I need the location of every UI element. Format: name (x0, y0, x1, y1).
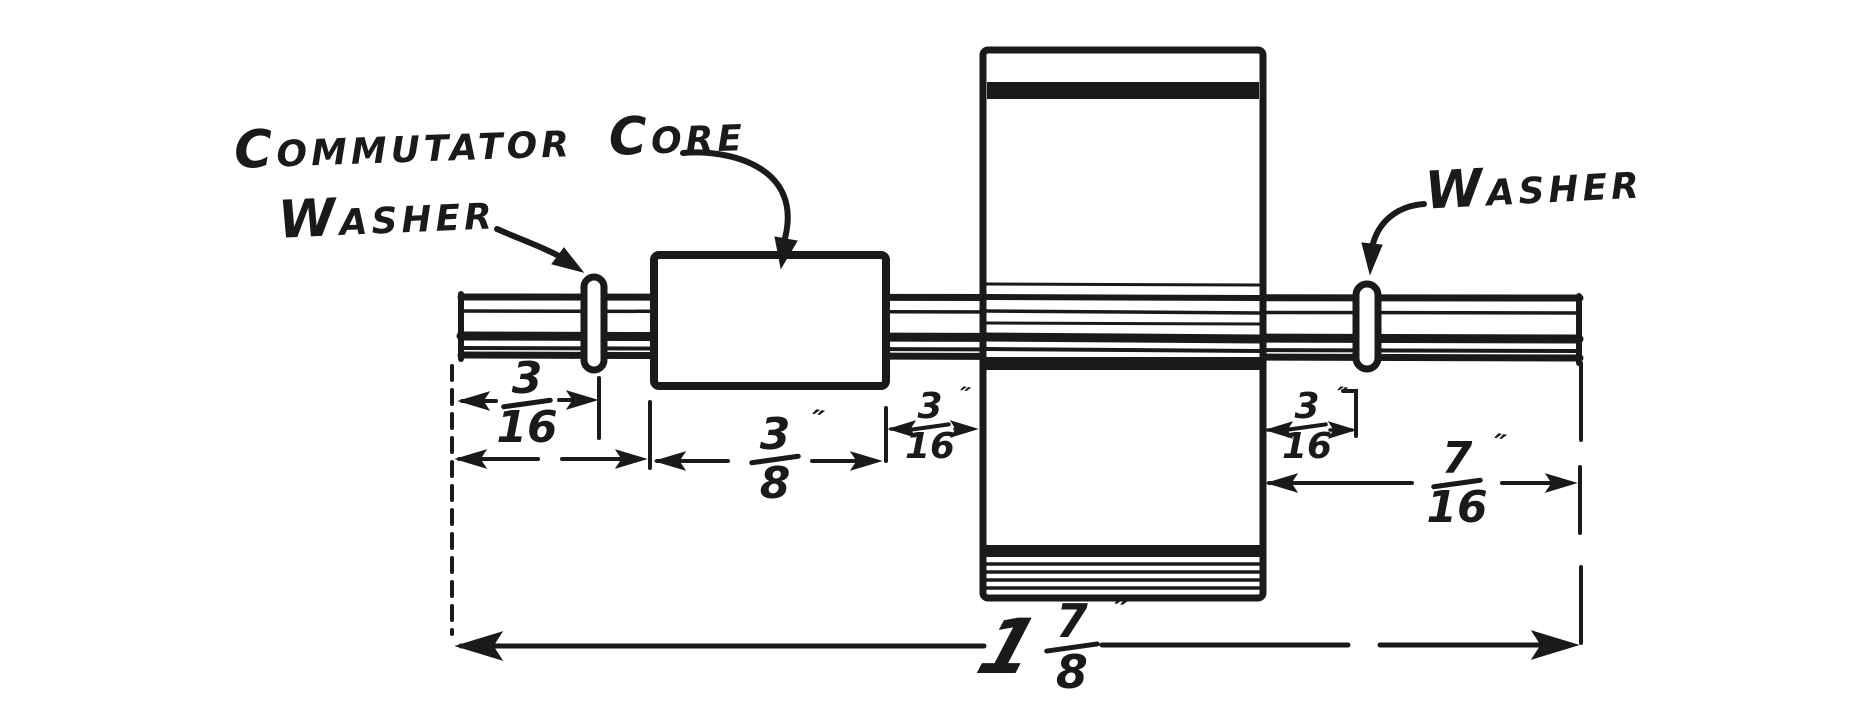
dimension-text-core-to-armature: 3 16 ″ (904, 381, 972, 468)
dimension-shaft-end-to-washer (457, 390, 599, 411)
washer-right-body (1352, 280, 1382, 373)
dimension-overall-length (454, 630, 1580, 661)
dimension-whole-number: 1 (967, 602, 1050, 692)
label-washer-right: Washer (1423, 150, 1645, 222)
dimension-text-overall-length: 1 7 8 ″ (968, 591, 1130, 699)
dimension-text-shaft-end-to-washer: 3 16 ″ (496, 347, 578, 449)
label-washer-left: Washer (276, 181, 497, 251)
dimension-denominator: 16 (1281, 426, 1333, 468)
dimension-armature-to-washer (1264, 421, 1357, 439)
dimension-numerator: 7 (1055, 594, 1088, 648)
dimension-denominator: 16 (496, 401, 558, 453)
dimension-denominator: 16 (1426, 481, 1488, 533)
dimension-core-length (653, 451, 883, 471)
leader-washer-left (494, 226, 585, 273)
armature-core (979, 46, 1267, 602)
leader-commutator-core (680, 149, 798, 270)
dimension-numerator: 3 (1294, 386, 1320, 427)
dimension-numerator: 3 (511, 353, 543, 404)
armature-shaft-band (986, 357, 1260, 370)
dimension-denominator: 8 (1055, 644, 1088, 699)
arrowhead-icon (774, 236, 798, 270)
dimension-numerator: 3 (917, 386, 943, 427)
arrowhead-icon (1361, 242, 1383, 276)
dimension-text-armature-to-shaft-end: 7 16 ″ (1426, 427, 1508, 529)
leader-washer-right (1361, 201, 1427, 276)
dimension-denominator: 16 (904, 426, 956, 468)
dimension-text-core-length: 3 8 ″ (748, 403, 827, 509)
dimension-chain-line (454, 449, 648, 469)
dimension-armature-to-shaft-end (1265, 473, 1578, 493)
washer-left-body (580, 273, 608, 374)
armature-bottom-band (986, 545, 1260, 557)
extension-lines (450, 361, 1583, 645)
dimension-text-armature-to-washer: 3 16 ″ (1281, 381, 1349, 468)
dimension-numerator: 7 (1441, 433, 1473, 484)
commutator-core-body (650, 251, 890, 390)
arrowhead-icon (551, 247, 585, 273)
dimension-numerator: 3 (759, 409, 791, 460)
armature-top-band (987, 82, 1259, 99)
dimension-denominator: 8 (759, 457, 791, 509)
